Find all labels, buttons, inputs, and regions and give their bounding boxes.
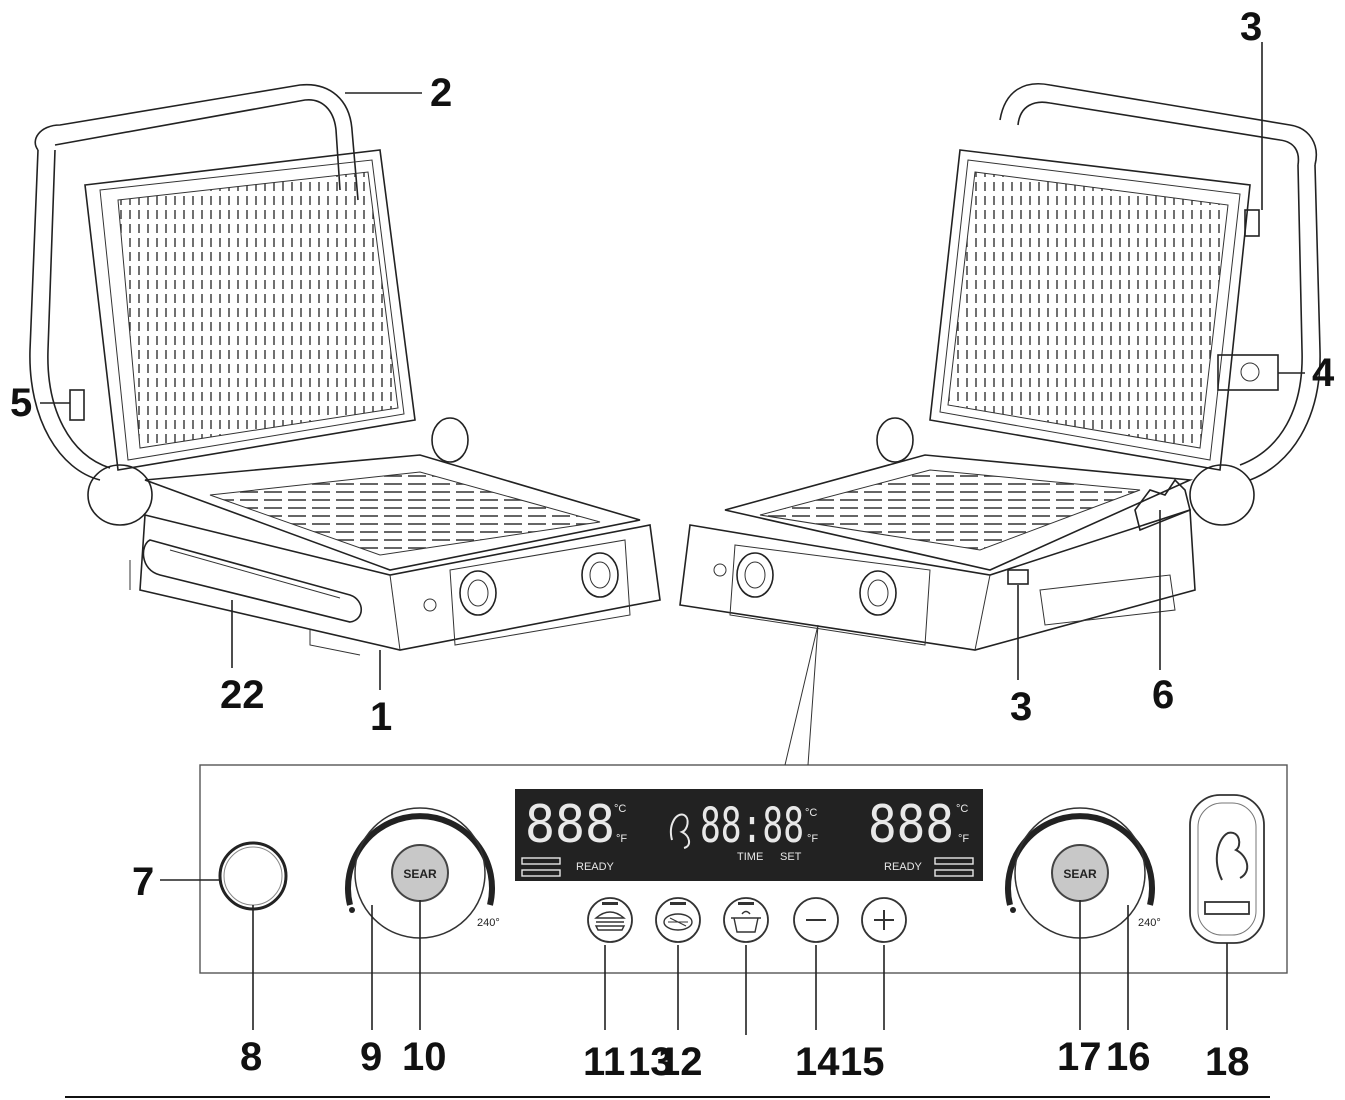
lcd-ready-left: READY: [576, 861, 615, 873]
handle-right: [999, 83, 1317, 166]
lower-plate-frame-left: [144, 454, 641, 571]
callout-1: 1: [370, 695, 392, 739]
control-panel: SEAR 240° 888 °C °F READY 88:88 °C °F TI…: [199, 624, 1288, 974]
sear-label-left: SEAR: [403, 867, 437, 881]
hinge-left: [87, 464, 153, 526]
top-plate-frame-left: [84, 149, 416, 471]
lcd-set-label: SET: [780, 851, 802, 863]
probe-port[interactable]: [1189, 794, 1265, 944]
callout-6: 6: [1152, 673, 1174, 717]
knob-right-2: [859, 570, 897, 616]
lcd-center-unit-c: °C: [805, 807, 817, 819]
top-plate-grid-right: [947, 171, 1229, 449]
lcd-left-unit-c: °C: [614, 803, 626, 815]
side-arm-right: [1239, 164, 1321, 481]
lower-plate-frame-right: [724, 454, 1194, 571]
callout-2: 2: [430, 71, 452, 115]
pot-icon: [731, 910, 761, 933]
lcd-time-label: TIME: [737, 851, 763, 863]
grill-left: [29, 83, 661, 656]
knob-right-1: [736, 552, 774, 598]
lower-plate-grid-right: [759, 469, 1141, 551]
sear-label-right: SEAR: [1063, 867, 1097, 881]
callout-14: 14: [795, 1040, 840, 1084]
probe-port-icon: [1215, 831, 1249, 881]
callout-18: 18: [1205, 1040, 1250, 1084]
sandwich-button[interactable]: [587, 897, 633, 943]
dial-scale-left: [345, 813, 495, 906]
lcd-right-digits: 888: [868, 795, 954, 855]
callout-3-top: 3: [1240, 5, 1262, 49]
dial-scale-right: [1005, 813, 1155, 906]
lcd-ready-right: READY: [884, 861, 923, 873]
lcd-center-digits: 88:88: [700, 798, 804, 854]
callout-4: 4: [1312, 351, 1335, 395]
plus-button[interactable]: [861, 897, 907, 943]
top-plate-frame-right: [929, 149, 1251, 471]
side-arm-left: [29, 149, 111, 481]
temp-max-right: 240°: [1138, 917, 1161, 929]
scraper-right: [1134, 478, 1191, 532]
plus-icon: [874, 910, 894, 930]
lcd-left-unit-f: °F: [616, 833, 627, 845]
drip-tray-left: [142, 539, 363, 623]
callout-22: 22: [220, 673, 265, 717]
probe-right: [1217, 354, 1279, 391]
temp-max-left: 240°: [477, 917, 500, 929]
callout-12: 12: [658, 1040, 703, 1084]
callouts: 2 5 3 4 22 1 3 6 7 8 9 10 11 13 12 14 15…: [10, 5, 1335, 1084]
callout-8: 8: [240, 1035, 262, 1079]
callout-7: 7: [132, 860, 154, 904]
sandwich-icon: [594, 911, 626, 931]
lcd-right-unit-f: °F: [958, 833, 969, 845]
lcd-left-digits: 888: [525, 795, 615, 855]
knob-left-2: [581, 552, 619, 598]
power-button[interactable]: [218, 841, 288, 911]
callout-5: 5: [10, 381, 32, 425]
steak-button[interactable]: [655, 897, 701, 943]
top-plate-grid-left: [117, 171, 399, 449]
callout-17: 17: [1057, 1035, 1102, 1079]
minus-button[interactable]: [793, 897, 839, 943]
callout-9: 9: [360, 1035, 382, 1079]
callout-13: 13: [628, 1040, 673, 1084]
callout-11: 11: [583, 1040, 625, 1084]
steak-icon: [663, 913, 693, 931]
lower-plate-grid-left: [209, 471, 601, 556]
leader-lines: [40, 42, 1305, 1035]
grill-right: [679, 83, 1321, 651]
pot-button[interactable]: [723, 897, 769, 943]
handle-left: [34, 83, 359, 201]
lcd-center-unit-f: °F: [807, 833, 818, 845]
callout-16: 16: [1106, 1035, 1151, 1079]
callout-3-bottom: 3: [1010, 685, 1032, 729]
callout-15: 15: [840, 1040, 885, 1084]
hinge-right: [1189, 464, 1255, 526]
lcd-display: [515, 789, 983, 881]
probe-icon-lcd: [670, 813, 690, 849]
lcd-right-unit-c: °C: [956, 803, 968, 815]
knob-left-1: [459, 570, 497, 616]
panel-frame: [199, 764, 1288, 974]
callout-10: 10: [402, 1035, 447, 1079]
